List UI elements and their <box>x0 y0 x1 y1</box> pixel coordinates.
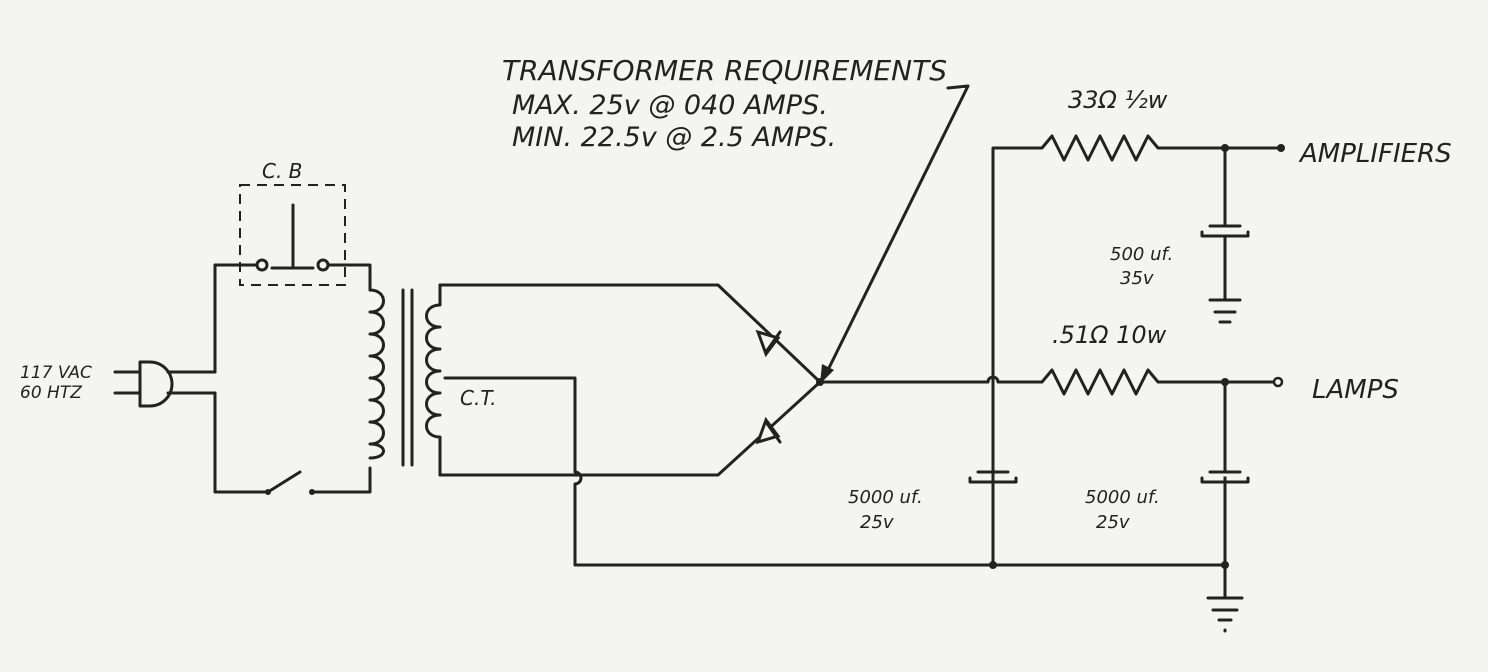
amplifiers-terminal <box>1277 144 1285 152</box>
lamps-label: LAMPS <box>1312 375 1399 405</box>
ground-icon <box>1206 563 1244 633</box>
c1-value: 500 uf. <box>1110 244 1173 265</box>
input-freq: 60 HTZ <box>20 383 82 403</box>
primary-wiring <box>213 263 372 494</box>
c3-value: 5000 uf. <box>1085 487 1160 508</box>
cb-label: C. B <box>262 159 302 183</box>
req-max: MAX. 25v @ 040 AMPS. <box>512 90 828 121</box>
callout-arrow <box>820 84 970 384</box>
dc-rail <box>818 368 1275 396</box>
r2-label: .51Ω 10w <box>1052 321 1167 349</box>
input-voltage: 117 VAC <box>20 363 92 383</box>
c2-voltage: 25v <box>860 512 894 533</box>
title: TRANSFORMER REQUIREMENTS <box>502 54 947 87</box>
lamps-terminal <box>1272 376 1284 388</box>
c1-voltage: 35v <box>1120 268 1154 289</box>
plug-icon <box>113 360 217 408</box>
capacitor-c3 <box>1200 380 1250 567</box>
diode-top <box>755 329 782 358</box>
diode-bottom <box>755 416 782 445</box>
capacitor-c2 <box>968 470 1018 484</box>
power-switch <box>265 470 315 495</box>
secondary-coil <box>425 283 442 477</box>
ground-icon <box>1208 298 1242 324</box>
primary-coil <box>368 288 385 460</box>
c2-value: 5000 uf. <box>848 487 923 508</box>
capacitor-c1 <box>1200 146 1250 302</box>
junction <box>989 561 997 569</box>
amplifiers-label: AMPLIFIERS <box>1298 139 1452 169</box>
req-min: MIN. 22.5v @ 2.5 AMPS. <box>512 122 836 153</box>
transformer-core <box>401 288 414 467</box>
ct-label: C.T. <box>460 386 497 410</box>
circuit-breaker <box>239 184 346 286</box>
c3-voltage: 25v <box>1096 512 1130 533</box>
amplifier-branch <box>991 134 1282 567</box>
r1-label: 33Ω ½w <box>1068 86 1168 114</box>
